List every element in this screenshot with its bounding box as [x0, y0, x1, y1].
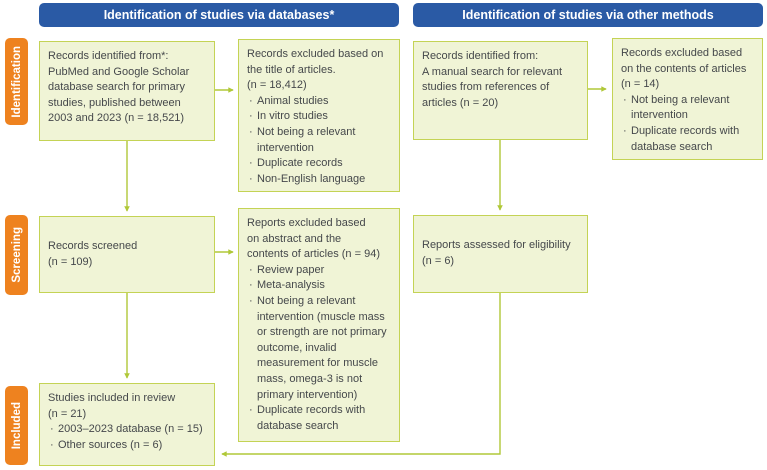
box-records-excluded-title: Records excluded based on the title of a…: [238, 39, 400, 192]
bullet-item: Duplicate records with database search: [247, 403, 391, 434]
bullet-item: Meta-analysis: [247, 278, 391, 294]
bullet-item: Duplicate records with database search: [621, 124, 754, 155]
bullet-item: In vitro studies: [247, 109, 391, 125]
header-other-methods: Identification of studies via other meth…: [413, 3, 763, 27]
bullet-item: Review paper: [247, 263, 391, 279]
bullet-item: Non-English language: [247, 172, 391, 188]
box-reports-excluded-abstract-bullets: Review paper Meta-analysis Not being a r…: [247, 263, 391, 435]
header-other-methods-label: Identification of studies via other meth…: [462, 8, 714, 22]
box-records-identified-databases: Records identified from*: PubMed and Goo…: [39, 41, 215, 141]
box-reports-excluded-abstract: Reports excluded based on abstract and t…: [238, 208, 400, 442]
bullet-item: Not being a relevant intervention: [247, 125, 391, 156]
box-records-identified-databases-text: Records identified from*: PubMed and Goo…: [48, 50, 190, 125]
box-records-excluded-contents-bullets: Not being a relevant intervention Duplic…: [621, 93, 754, 155]
header-databases: Identification of studies via databases*: [39, 3, 399, 27]
box-records-screened-text: Records screened (n = 109): [48, 239, 138, 268]
box-records-excluded-contents-text: Records excluded based on the contents o…: [621, 47, 747, 91]
bullet-item: Not being a relevant intervention (muscl…: [247, 294, 391, 403]
box-studies-included: Studies included in review (n = 21) 2003…: [39, 383, 215, 466]
bullet-item: Duplicate records: [247, 156, 391, 172]
box-records-screened: Records screened (n = 109): [39, 216, 215, 293]
header-databases-label: Identification of studies via databases*: [103, 8, 335, 22]
box-records-identified-manual-text: Records identified from: A manual search…: [422, 50, 563, 109]
box-reports-assessed-text: Reports assessed for eligibility (n = 6): [422, 239, 571, 267]
box-records-excluded-title-text: Records excluded based on the title of a…: [247, 48, 384, 92]
box-records-identified-manual: Records identified from: A manual search…: [413, 41, 588, 140]
stage-label-screening: Screening: [5, 215, 28, 295]
box-studies-included-text: Studies included in review (n = 21): [48, 392, 176, 420]
box-records-excluded-title-bullets: Animal studies In vitro studies Not bein…: [247, 94, 391, 188]
box-studies-included-bullets: 2003–2023 database (n = 15) Other source…: [48, 422, 206, 453]
stage-label-included: Included: [5, 386, 28, 465]
box-records-excluded-contents: Records excluded based on the contents o…: [612, 38, 763, 160]
stage-label-identification: Identification: [5, 38, 28, 125]
box-reports-excluded-abstract-text: Reports excluded based on abstract and t…: [247, 217, 380, 261]
bullet-item: Not being a relevant intervention: [621, 93, 754, 124]
bullet-item: 2003–2023 database (n = 15): [48, 422, 206, 438]
box-reports-assessed: Reports assessed for eligibility (n = 6): [413, 215, 588, 293]
bullet-item: Other sources (n = 6): [48, 438, 206, 454]
bullet-item: Animal studies: [247, 94, 391, 110]
